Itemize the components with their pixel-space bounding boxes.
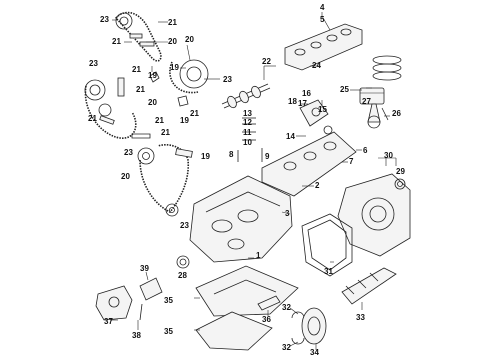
callout-19d: 19 — [201, 152, 210, 161]
callout-20b: 20 — [185, 35, 194, 44]
callout-6: 6 — [363, 146, 368, 155]
callout-15: 15 — [318, 105, 327, 114]
callout-37: 37 — [104, 317, 113, 326]
callout-4: 4 — [320, 3, 325, 12]
callout-5: 5 — [320, 15, 325, 24]
callout-3: 3 — [285, 209, 290, 218]
callout-33: 33 — [356, 313, 365, 322]
callout-32a: 32 — [282, 303, 291, 312]
callout-18: 18 — [288, 97, 297, 106]
callout-1: 1 — [256, 251, 261, 260]
callout-21a: 21 — [168, 18, 177, 27]
callout-19b: 19 — [170, 63, 179, 72]
callout-21d: 21 — [136, 85, 145, 94]
timing-cover-gasket — [301, 213, 353, 277]
callout-20a: 20 — [168, 37, 177, 46]
lower-oil-pan — [195, 311, 273, 351]
callout-20c: 20 — [148, 98, 157, 107]
callout-27: 27 — [362, 97, 371, 106]
callout-21f: 21 — [190, 109, 199, 118]
callout-11: 11 — [243, 128, 252, 137]
callout-10: 10 — [243, 138, 252, 147]
left-timing-chain — [84, 77, 151, 139]
callout-23d: 23 — [124, 148, 133, 157]
callout-21h: 21 — [155, 116, 164, 125]
callout-21c: 21 — [132, 65, 141, 74]
callout-2: 2 — [315, 181, 320, 190]
oil-pickup — [139, 277, 163, 321]
cylinder-head — [261, 131, 357, 197]
leader-lines — [110, 12, 397, 350]
oil-pump — [95, 285, 133, 321]
callout-22: 22 — [262, 57, 271, 66]
callout-7: 7 — [349, 157, 354, 166]
callout-31: 31 — [324, 267, 333, 276]
callout-8: 8 — [229, 150, 234, 159]
callout-28: 28 — [178, 271, 187, 280]
baffle — [257, 295, 281, 311]
callout-39: 39 — [140, 264, 149, 273]
callout-30: 30 — [384, 151, 393, 160]
callout-17: 17 — [298, 99, 307, 108]
callout-23a: 23 — [100, 15, 109, 24]
callout-19a: 19 — [148, 71, 157, 80]
callout-25: 25 — [340, 85, 349, 94]
callout-21g: 21 — [161, 128, 170, 137]
callout-12: 12 — [243, 118, 252, 127]
crankshaft — [341, 267, 397, 305]
crank-pulley — [301, 307, 327, 345]
callout-26: 26 — [392, 109, 401, 118]
callout-14: 14 — [286, 132, 295, 141]
callout-23b: 23 — [89, 59, 98, 68]
rear-main-seal — [394, 178, 406, 190]
callout-13: 13 — [243, 109, 252, 118]
callout-23e: 23 — [180, 221, 189, 230]
callout-19c: 19 — [180, 116, 189, 125]
callout-21e: 21 — [88, 114, 97, 123]
callout-36: 36 — [262, 315, 271, 324]
intermediate-sprocket — [169, 59, 209, 107]
valve-springs — [237, 117, 263, 162]
variable-timing-unit — [299, 99, 333, 135]
callout-35a: 35 — [164, 296, 173, 305]
callout-16: 16 — [302, 89, 311, 98]
lower-timing-chain — [137, 144, 193, 217]
callout-32b: 32 — [282, 343, 291, 352]
valve-cover — [284, 23, 363, 71]
callout-9: 9 — [265, 152, 270, 161]
engine-block — [189, 175, 293, 263]
camshaft — [221, 83, 271, 109]
callout-29: 29 — [396, 167, 405, 176]
connecting-rod — [367, 103, 389, 129]
callout-34: 34 — [310, 348, 319, 357]
callout-24: 24 — [312, 61, 321, 70]
callout-21b: 21 — [112, 37, 121, 46]
callout-35b: 35 — [164, 327, 173, 336]
callout-20d: 20 — [121, 172, 130, 181]
callout-38: 38 — [132, 331, 141, 340]
callout-23c: 23 — [223, 75, 232, 84]
piston-rings — [372, 55, 402, 81]
front-crank-seal — [176, 255, 190, 269]
